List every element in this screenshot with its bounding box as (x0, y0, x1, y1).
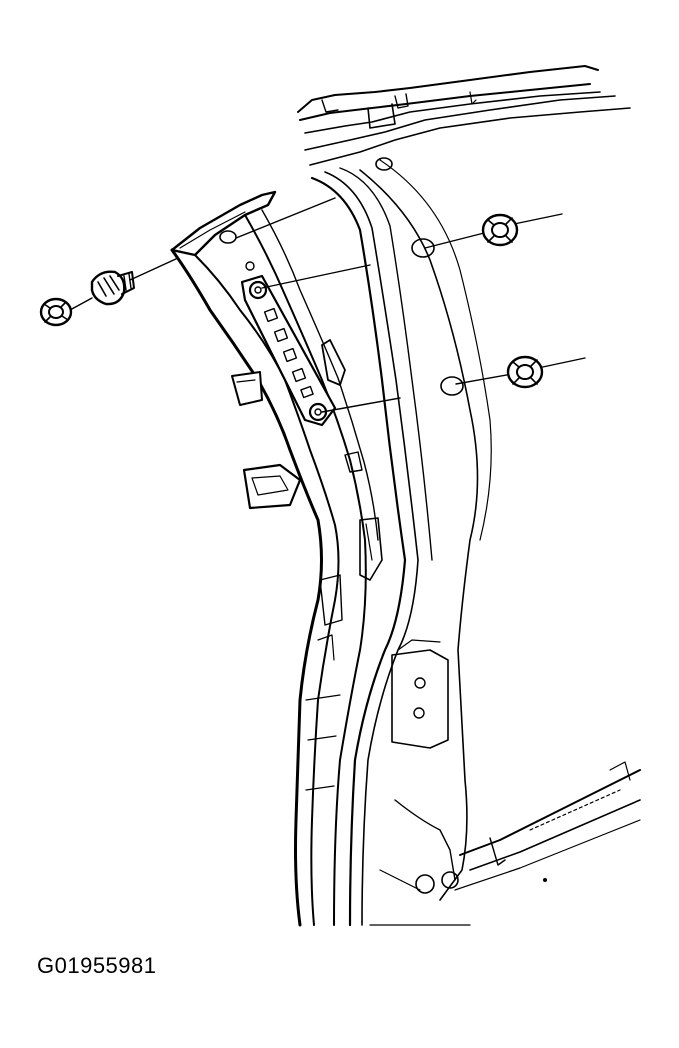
pillar-trim-panel (170, 190, 383, 927)
leader-lines (69, 197, 586, 413)
push-nut-lower-right (506, 355, 544, 389)
roof-rail (297, 65, 631, 166)
push-nut-left (39, 297, 73, 327)
slotted-bracket (240, 274, 337, 427)
screw-fastener (90, 270, 135, 306)
panel-holes (375, 157, 464, 396)
push-nut-upper-right (481, 213, 519, 247)
figure-id-label: G01955981 (37, 953, 157, 978)
door-opening-frame (310, 159, 641, 927)
